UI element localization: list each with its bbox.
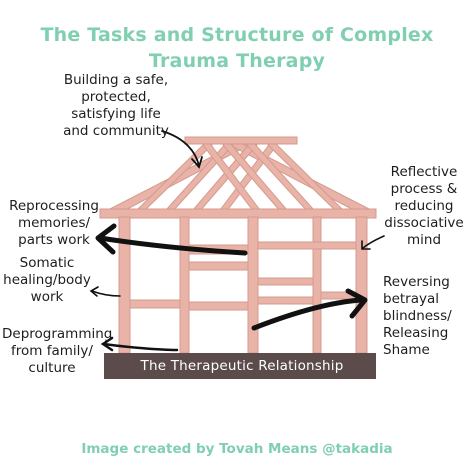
- label-somatic-healing: Somatic healing/body work: [3, 255, 91, 305]
- label-reprocessing-memories: Reprocessing memories/ parts work: [9, 198, 99, 248]
- title-line-1: The Tasks and Structure of Complex: [40, 24, 434, 46]
- foundation-label: The Therapeutic Relationship: [140, 358, 344, 374]
- arrow-deprogramming: [102, 342, 179, 352]
- top-plate: [99, 208, 377, 219]
- rail-7: [188, 301, 249, 311]
- arrow-reversing-head: [345, 288, 368, 319]
- stud-4: [312, 216, 322, 354]
- arrow-reversing: [251, 297, 365, 331]
- credit-line: Image created by Tovah Means @takadia: [81, 441, 393, 457]
- arrow-reflective: [362, 235, 385, 249]
- title-line-2: Trauma Therapy: [148, 50, 326, 72]
- foundation-slab: [104, 353, 376, 379]
- roof-rafters: [107, 137, 372, 217]
- arrow-reprocessing-head: [95, 223, 117, 255]
- rail-5: [257, 296, 314, 305]
- arrow-building-life: [161, 130, 200, 167]
- rail-4: [257, 277, 314, 286]
- arrow-building-life-head: [191, 156, 203, 169]
- arrow-reflective-head: [361, 240, 371, 250]
- stud-3: [247, 216, 259, 354]
- rail-3: [257, 241, 357, 250]
- stud-5: [355, 216, 368, 354]
- rail-2: [188, 261, 249, 271]
- arrow-reprocessing: [97, 235, 248, 256]
- arrow-somatic-head: [89, 286, 99, 297]
- arrow-somatic: [91, 290, 121, 297]
- arrow-deprogramming-head: [100, 336, 114, 352]
- ridge-beam: [184, 136, 298, 145]
- stud-2: [179, 216, 190, 354]
- label-reflective-process: Reflective process & reducing dissociati…: [384, 164, 464, 248]
- stud-1: [118, 216, 131, 354]
- label-reversing-betrayal: Reversing betrayal blindness/ Releasing …: [383, 274, 452, 358]
- label-building-safe-life: Building a safe, protected, satisfying l…: [63, 72, 169, 139]
- rail-6: [129, 299, 181, 309]
- label-deprogramming: Deprogramming from family/ culture: [2, 326, 113, 376]
